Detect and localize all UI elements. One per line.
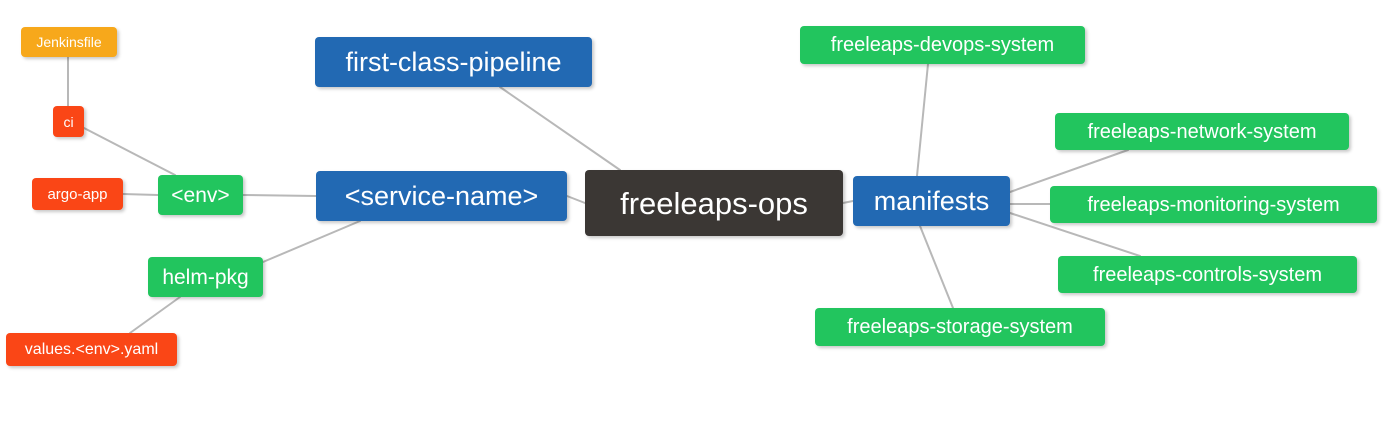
node-label-manifests: manifests <box>873 185 990 216</box>
edge-service-name-to-env <box>242 194 317 197</box>
node-label-freeleaps-ops: freeleaps-ops <box>620 185 808 221</box>
node-label-freeleaps-monitoring-system: freeleaps-monitoring-system <box>1087 193 1340 216</box>
edge-env-to-argo-app <box>122 193 159 196</box>
node-label-values-yaml: values.<env>.yaml <box>24 340 159 358</box>
node-label-env: <env> <box>171 183 230 207</box>
node-label-jenkinsfile: Jenkinsfile <box>36 34 102 50</box>
node-helm-pkg[interactable]: helm-pkg <box>148 257 263 297</box>
node-label-freeleaps-devops-system: freeleaps-devops-system <box>830 34 1055 56</box>
node-freeleaps-network-system[interactable]: freeleaps-network-system <box>1055 113 1349 150</box>
node-label-freeleaps-network-system: freeleaps-network-system <box>1087 120 1317 143</box>
node-freeleaps-devops-system[interactable]: freeleaps-devops-system <box>800 26 1085 64</box>
node-service-name[interactable]: <service-name> <box>316 171 567 221</box>
edge-helm-pkg-to-values-yaml <box>129 296 181 334</box>
node-label-freeleaps-controls-system: freeleaps-controls-system <box>1093 263 1322 286</box>
node-label-first-class-pipeline: first-class-pipeline <box>345 46 562 77</box>
node-label-argo-app: argo-app <box>47 185 108 203</box>
node-freeleaps-ops[interactable]: freeleaps-ops <box>585 170 843 236</box>
node-values-yaml[interactable]: values.<env>.yaml <box>6 333 177 366</box>
edge-manifests-to-freeleaps-storage-system <box>919 225 954 309</box>
node-ci[interactable]: ci <box>53 106 84 137</box>
node-label-ci: ci <box>63 113 74 130</box>
edge-freeleaps-ops-to-manifests <box>842 200 854 204</box>
node-env[interactable]: <env> <box>158 175 243 215</box>
edge-freeleaps-ops-to-service-name <box>566 195 586 204</box>
node-label-helm-pkg: helm-pkg <box>162 265 249 289</box>
node-jenkinsfile[interactable]: Jenkinsfile <box>21 27 117 57</box>
node-first-class-pipeline[interactable]: first-class-pipeline <box>315 37 592 87</box>
edge-service-name-to-helm-pkg <box>262 220 361 263</box>
node-label-service-name: <service-name> <box>344 180 539 211</box>
node-freeleaps-storage-system[interactable]: freeleaps-storage-system <box>815 308 1105 346</box>
node-argo-app[interactable]: argo-app <box>32 178 123 210</box>
node-manifests[interactable]: manifests <box>853 176 1010 226</box>
node-freeleaps-monitoring-system[interactable]: freeleaps-monitoring-system <box>1050 186 1377 223</box>
edge-manifests-to-freeleaps-devops-system <box>916 63 929 177</box>
edge-freeleaps-ops-to-first-class-pipeline <box>499 86 621 171</box>
node-freeleaps-controls-system[interactable]: freeleaps-controls-system <box>1058 256 1357 293</box>
node-label-freeleaps-storage-system: freeleaps-storage-system <box>847 316 1073 338</box>
edge-env-to-ci <box>83 127 176 176</box>
